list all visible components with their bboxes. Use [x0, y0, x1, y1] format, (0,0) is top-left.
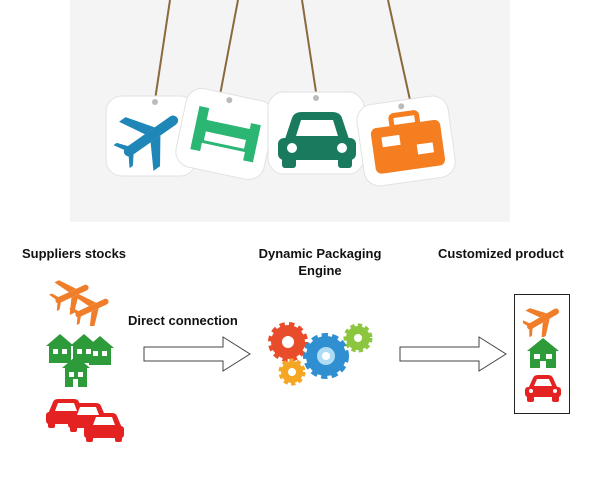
right-arrow-icon: [143, 336, 251, 372]
car-group-icon: [46, 399, 124, 442]
direct-connection-label: Direct connection: [128, 313, 238, 328]
car-tag: [267, 91, 365, 175]
house-group-icon: [46, 334, 114, 387]
engine-label-line2: Engine: [298, 263, 342, 278]
suitcase-tag: [356, 95, 456, 187]
airplane-icon: [523, 308, 559, 337]
airplane-group-icon: [49, 280, 109, 326]
bed-tag: [175, 88, 276, 181]
airplane-icon: [113, 115, 179, 171]
engine-label-line1: Dynamic Packaging: [258, 246, 382, 261]
customized-product-box: [514, 294, 570, 414]
hanging-travel-tags: [70, 0, 510, 222]
airplane-tag: [105, 95, 197, 177]
bed-icon: [190, 106, 261, 163]
customized-product-label: Customized product: [438, 246, 564, 261]
gears-icon: [268, 322, 373, 386]
suppliers-stocks-label: Suppliers stocks: [22, 246, 127, 261]
car-icon: [278, 112, 356, 168]
suitcase-icon: [370, 110, 446, 174]
house-icon: [527, 338, 559, 368]
car-icon: [525, 375, 561, 402]
right-arrow-icon: [399, 336, 507, 372]
